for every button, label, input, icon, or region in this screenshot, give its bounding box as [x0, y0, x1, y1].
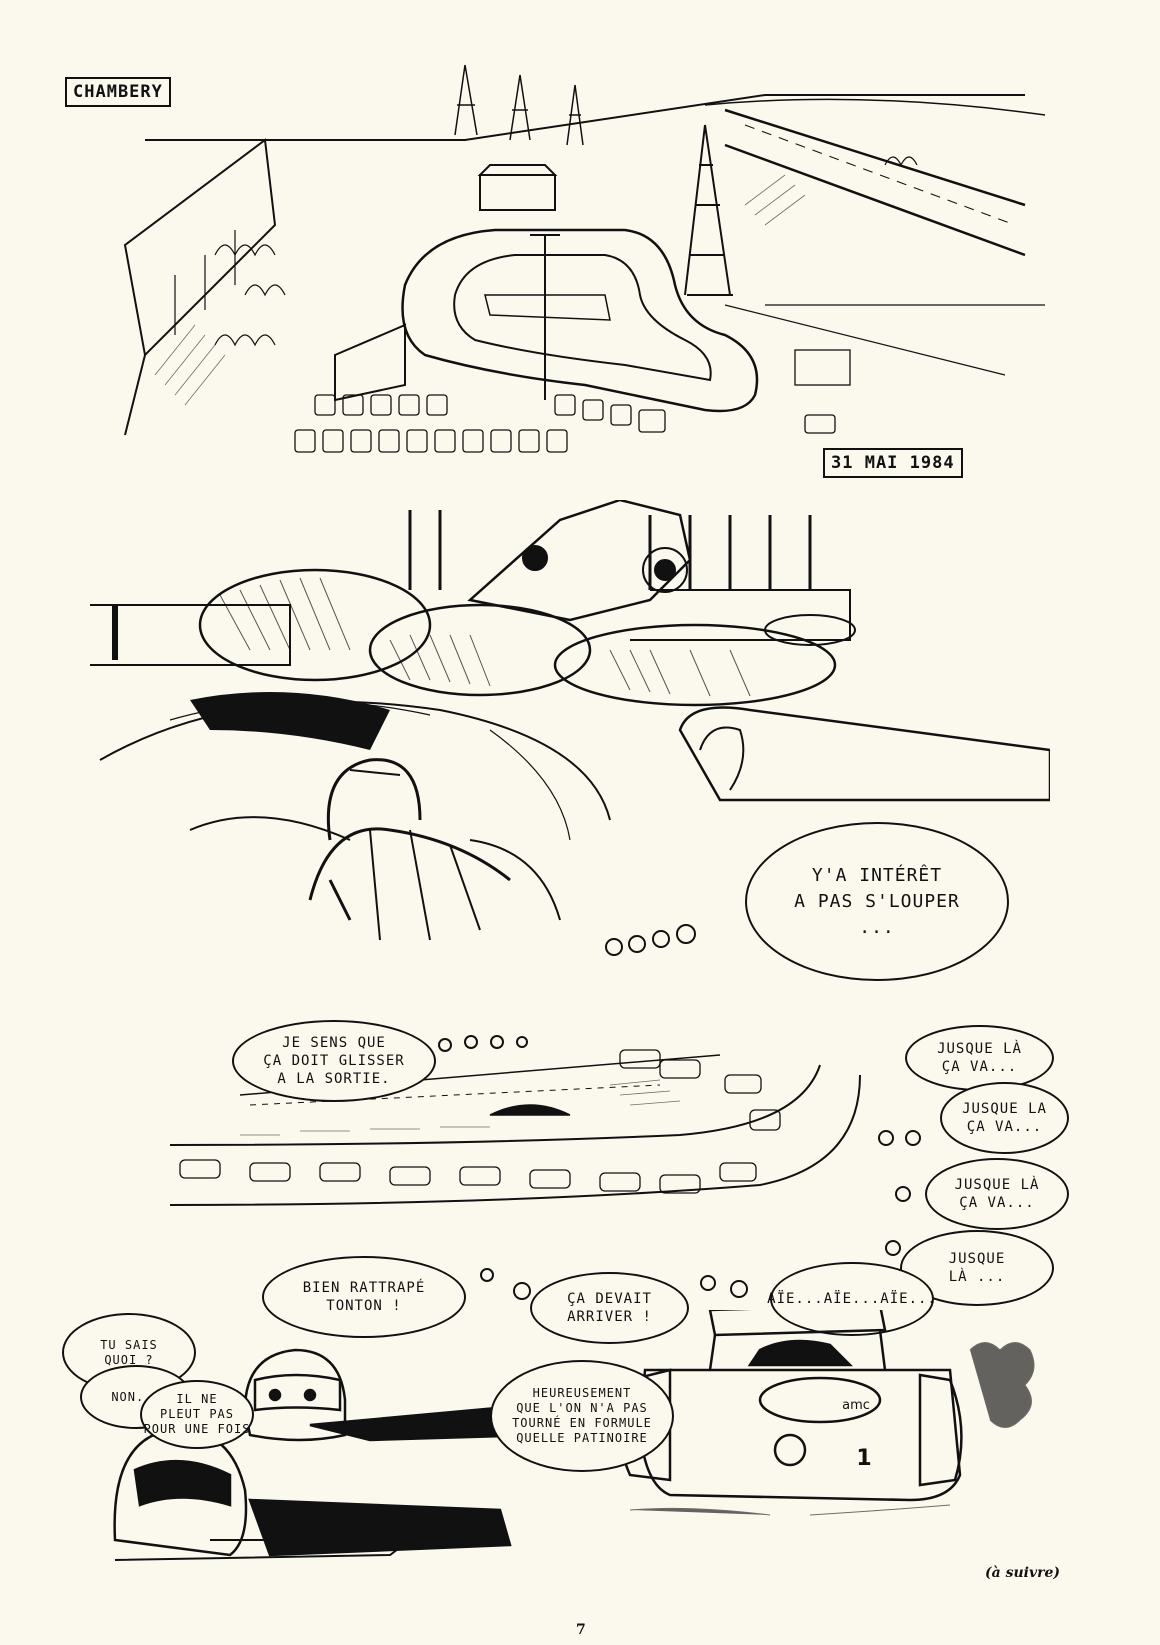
thought-dot — [490, 1035, 504, 1049]
crash-illustration — [90, 500, 1050, 941]
thought-dot — [652, 930, 670, 948]
thought-bubble-jusque-2: JUSQUE LA ÇA VA... — [940, 1082, 1069, 1154]
to-be-continued: (à suivre) — [985, 1565, 1060, 1581]
thought-dot — [700, 1275, 716, 1291]
circuit-illustration — [123, 64, 1046, 453]
thought-dot — [628, 935, 646, 953]
thought-bubble-rattrape: BIEN RATTRAPÉ TONTON ! — [262, 1256, 466, 1338]
thought-dot — [878, 1130, 894, 1146]
speech-bubble-heureusement: HEUREUSEMENT QUE L'ON N'A PAS TOURNÉ EN … — [490, 1360, 674, 1472]
thought-bubble-aie: AÏE...AÏE...AÏE... — [767, 1262, 936, 1336]
thought-dot — [676, 924, 696, 944]
car-logo: amc — [842, 1398, 870, 1413]
speech-bubble-il-ne-pleut: IL NE PLEUT PAS POUR UNE FOIS — [140, 1380, 254, 1449]
thought-dot — [480, 1268, 494, 1282]
thought-dot — [605, 938, 623, 956]
thought-dot — [905, 1130, 921, 1146]
thought-dot — [464, 1035, 478, 1049]
thought-bubble-glisser: JE SENS QUE ÇA DOIT GLISSER A LA SORTIE. — [232, 1020, 436, 1102]
thought-dot — [516, 1036, 528, 1048]
page-number: 7 — [576, 1622, 586, 1638]
drivers-illustration — [113, 1310, 1035, 1561]
thought-dot — [513, 1282, 531, 1300]
location-caption: CHAMBERY — [65, 77, 171, 107]
thought-bubble-intérêt: Y'A INTÉRÊT A PAS S'LOUPER ... — [745, 822, 1009, 981]
thought-dot — [730, 1280, 748, 1298]
thought-dot — [895, 1186, 911, 1202]
thought-bubble-jusque-1: JUSQUE LÀ ÇA VA... — [905, 1025, 1054, 1091]
thought-dot — [885, 1240, 901, 1256]
race-illustration — [169, 1049, 861, 1206]
thought-dot — [438, 1038, 452, 1052]
thought-bubble-arriver: ÇA DEVAIT ARRIVER ! — [530, 1272, 689, 1344]
panel-circuit-overview: CHAMBERY 31 MAI 1984 — [65, 55, 1065, 495]
panel-tire-crash — [90, 500, 1050, 980]
date-caption: 31 MAI 1984 — [823, 448, 963, 478]
panel-drivers: 1 amc — [70, 1310, 1070, 1565]
thought-bubble-jusque-3: JUSQUE LÀ ÇA VA... — [925, 1158, 1069, 1230]
car-number: 1 — [856, 1446, 872, 1471]
panel-race-track — [160, 1035, 880, 1265]
